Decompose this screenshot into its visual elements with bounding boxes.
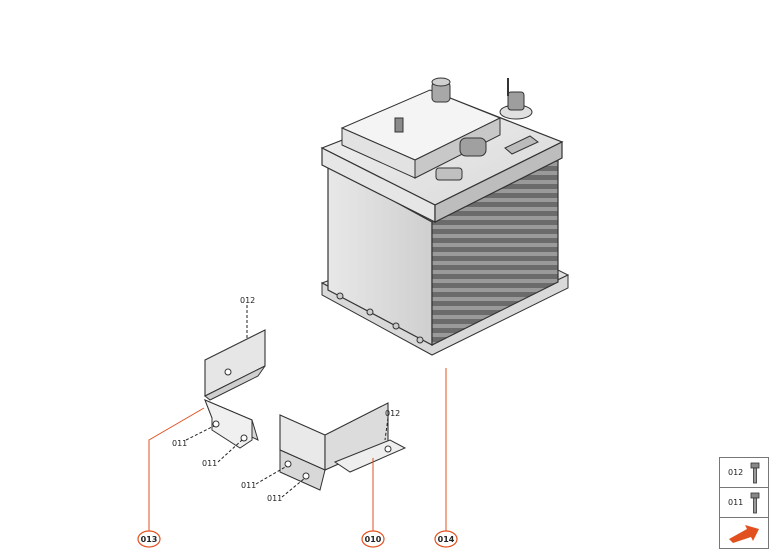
bolt-label-011-b: 011 bbox=[202, 459, 217, 468]
bolt-label-011-a: 011 bbox=[172, 439, 187, 448]
battery bbox=[320, 77, 570, 356]
callout-013[interactable]: 013 bbox=[137, 530, 161, 548]
bracket-010 bbox=[279, 402, 407, 491]
bolt-label-012-right: 012 bbox=[385, 409, 400, 418]
next-arrow-icon bbox=[729, 525, 759, 543]
legend-row-011-label: 011 bbox=[728, 498, 744, 507]
legend-row-012-label: 012 bbox=[728, 468, 744, 477]
callout-010-label: 010 bbox=[365, 535, 382, 544]
callout-014[interactable]: 014 bbox=[434, 530, 458, 548]
bolt-label-011-d: 011 bbox=[267, 494, 282, 503]
callout-010[interactable]: 010 bbox=[361, 530, 385, 548]
legend-row-012[interactable]: 012 bbox=[720, 458, 768, 488]
bolt-label-011-c: 011 bbox=[241, 481, 256, 490]
bolt-label-012-top: 012 bbox=[240, 296, 255, 305]
callout-014-label: 014 bbox=[438, 535, 455, 544]
bolt-icon bbox=[750, 492, 760, 514]
bracket-013 bbox=[204, 329, 266, 449]
bolt-leaders bbox=[185, 305, 389, 498]
parts-legend: 012 011 bbox=[719, 457, 769, 549]
callout-013-label: 013 bbox=[141, 535, 158, 544]
bolt-icon bbox=[750, 462, 760, 484]
legend-row-011[interactable]: 011 bbox=[720, 488, 768, 518]
callout-leaders bbox=[148, 368, 447, 531]
legend-next-button[interactable] bbox=[720, 518, 768, 548]
